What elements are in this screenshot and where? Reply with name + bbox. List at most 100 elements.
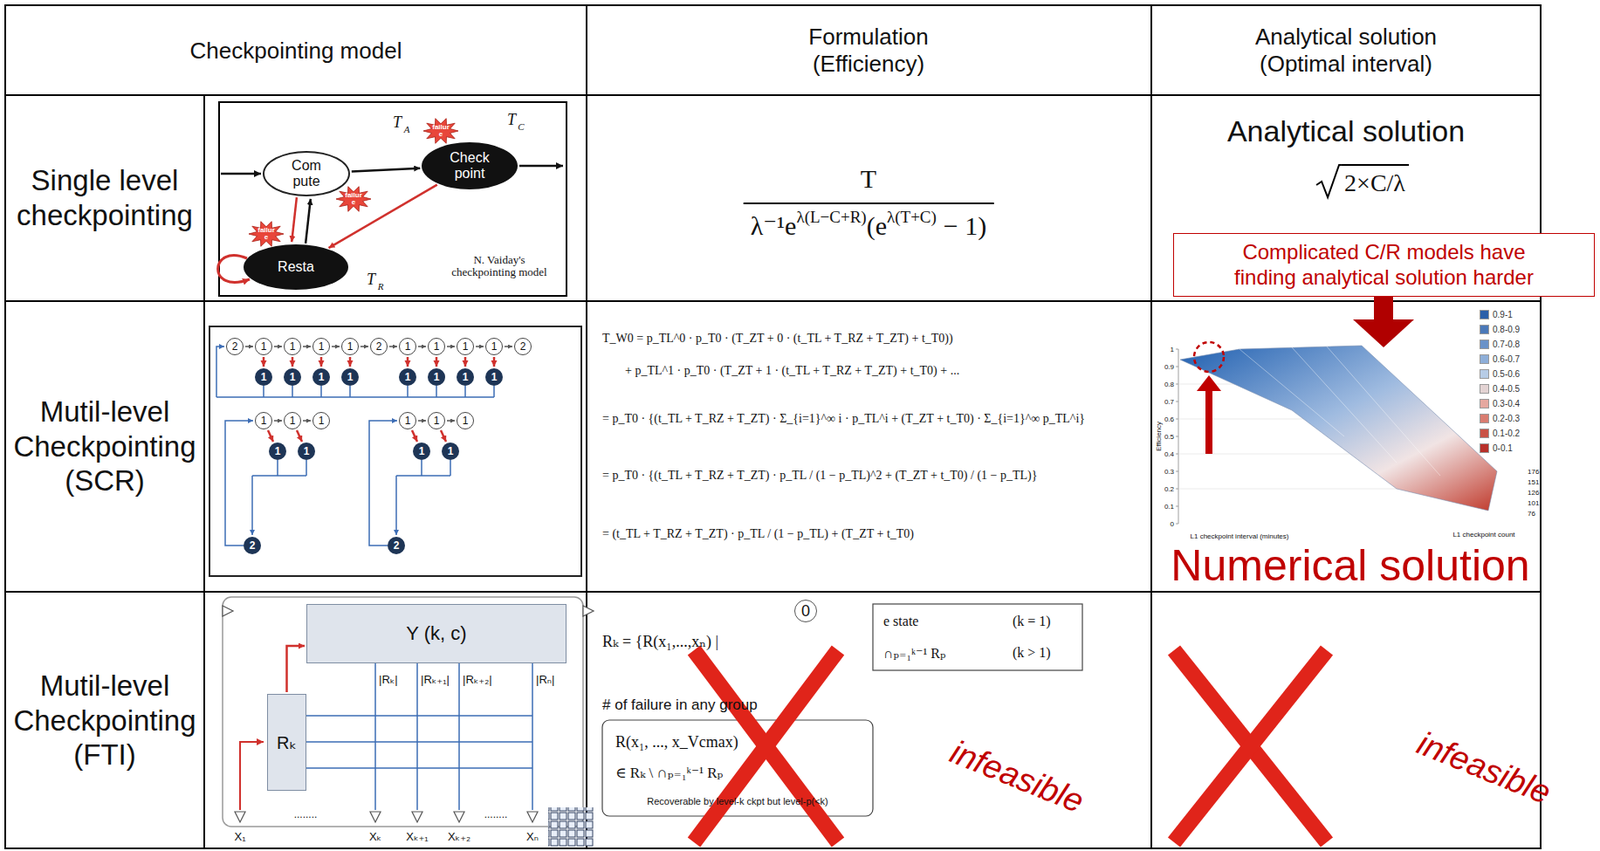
burst-outline xyxy=(336,186,371,213)
legend-text: 0.4-0.5 xyxy=(1492,384,1520,394)
formula-term: λ⁻¹e xyxy=(750,211,797,241)
fti-figure-part-part xyxy=(453,811,465,823)
node-text: 1 xyxy=(260,415,268,426)
node-text: 1 xyxy=(433,341,440,352)
scr-figure-part xyxy=(225,420,254,546)
legend-text: 0.1-0.2 xyxy=(1492,428,1520,439)
legend-row: 0.1-0.2 xyxy=(1479,425,1520,441)
connector xyxy=(287,645,306,693)
legend-swatch xyxy=(1479,354,1490,364)
formula-note: Recoverable by level-k ckpt but level-p(… xyxy=(646,796,829,807)
checkpoint-circle: 1 xyxy=(297,442,316,461)
formula-line: = p_T0 · {(t_TL + T_RZ + T_ZT) · Σ_{i=1}… xyxy=(602,412,1085,426)
node-text: 2 xyxy=(232,341,239,352)
process-ellipse: Com pute xyxy=(262,151,351,197)
checkpoint-circle: 2 xyxy=(243,536,261,555)
vaidya-model-figure-part xyxy=(220,172,261,176)
group-box: Rₖ xyxy=(267,693,307,791)
formula-term: − 1) xyxy=(943,211,987,241)
connector xyxy=(302,345,311,348)
node-text: 1 xyxy=(462,371,469,383)
connector xyxy=(475,345,484,348)
node-text: 1 xyxy=(318,371,325,383)
scr-figure-part xyxy=(209,326,582,577)
fti-figure-part-part xyxy=(234,811,246,823)
checkpoint-circle: 1 xyxy=(456,368,474,386)
legend-text: 0.5-0.6 xyxy=(1492,369,1520,379)
connector xyxy=(464,357,467,367)
axis-title: L1 checkpoint interval (minutes) xyxy=(1190,532,1290,541)
scr-figure-part xyxy=(252,460,307,476)
formula-denominator: λ⁻¹eλ(L−C+R)(eλ(T+C)− 1) xyxy=(743,202,995,241)
callout-arrow-part xyxy=(1352,319,1415,348)
connector xyxy=(504,345,513,348)
header-cell: Checkpointing model xyxy=(190,37,403,65)
checkpoint-circle: 1 xyxy=(283,412,302,430)
formula-term: λ(T+C) xyxy=(886,207,937,227)
axis-tick: 0.4 xyxy=(1164,450,1175,459)
node-text: failure xyxy=(343,192,364,207)
checkpoint-circle: 1 xyxy=(254,368,273,386)
table-grid-part xyxy=(5,94,1541,97)
formula-numerator: T xyxy=(860,164,877,194)
set-size: |Rₖ₊₂| xyxy=(462,672,493,687)
formula-term: (k > 1) xyxy=(1012,645,1051,661)
ellipsis: ........ xyxy=(484,808,509,821)
checkpoint-circle: 1 xyxy=(312,337,330,356)
scr-figure-part xyxy=(216,385,495,398)
connector xyxy=(435,357,439,367)
node-text: 1 xyxy=(260,341,268,352)
connector xyxy=(291,357,295,367)
legend-swatch xyxy=(1479,384,1490,394)
node-text: Check point xyxy=(446,150,493,181)
axis-tick: 0.2 xyxy=(1164,485,1175,494)
connector xyxy=(418,419,426,422)
node-text: 1 xyxy=(289,415,296,426)
node-text: 1 xyxy=(433,415,440,426)
axis-tick: 0.8 xyxy=(1164,380,1175,389)
connector xyxy=(389,345,398,348)
legend-text: 0.3-0.4 xyxy=(1492,398,1520,409)
input-label: Xₖ₊₁ xyxy=(405,830,428,844)
axis-title: Efficiency xyxy=(1154,421,1163,452)
fti-figure-part xyxy=(548,807,594,847)
scr-figure-part xyxy=(251,475,254,536)
efficiency-surface-chart-part xyxy=(1180,345,1497,511)
table-grid-part xyxy=(585,5,588,849)
failure-burst: failure xyxy=(248,220,284,248)
connector xyxy=(302,419,311,422)
axis-tick: 0.7 xyxy=(1164,398,1175,406)
model-note: N. Vaiday's checkpointing model xyxy=(446,254,552,280)
legend-row: 0.2-0.3 xyxy=(1479,411,1520,426)
node-text: 1 xyxy=(274,446,282,457)
formula-line: = (t_TL + T_RZ + T_ZT) · p_TL / (1 − p_T… xyxy=(602,527,914,542)
legend-swatch xyxy=(1479,339,1490,350)
callout-arrow-part xyxy=(1373,296,1394,321)
fti-formula-figure-part xyxy=(872,604,1083,671)
table-grid-part xyxy=(203,95,206,849)
scr-figure-part xyxy=(216,346,225,398)
efficiency-surface-chart-part xyxy=(1205,389,1213,454)
node-text: 1 xyxy=(418,446,426,457)
checkpoint-circle: 1 xyxy=(398,368,417,386)
legend-row: 0.5-0.6 xyxy=(1479,366,1520,382)
vaidya-model-figure-part xyxy=(219,102,567,296)
node-text: 1 xyxy=(491,371,498,383)
row-label: Mutil-level Checkpointing (SCR) xyxy=(6,394,204,499)
fti-formula-figure-part xyxy=(602,720,873,817)
fti-figure xyxy=(222,597,594,847)
axis-tick: 0.5 xyxy=(1164,432,1175,441)
solution-formula: 2×C/λ xyxy=(1340,164,1409,200)
fti-figure-part-part xyxy=(583,605,594,617)
node-text: 1 xyxy=(462,341,469,352)
connector xyxy=(320,357,323,367)
table-grid-part xyxy=(5,300,1541,303)
node-text: 2 xyxy=(520,341,527,352)
connector xyxy=(296,430,303,442)
node-text: 1 xyxy=(405,371,412,383)
node-text: 2 xyxy=(376,341,383,352)
checkpoint-circle: 1 xyxy=(254,337,273,356)
checkpoint-circle: 2 xyxy=(370,337,388,356)
node-text: 1 xyxy=(405,415,412,426)
